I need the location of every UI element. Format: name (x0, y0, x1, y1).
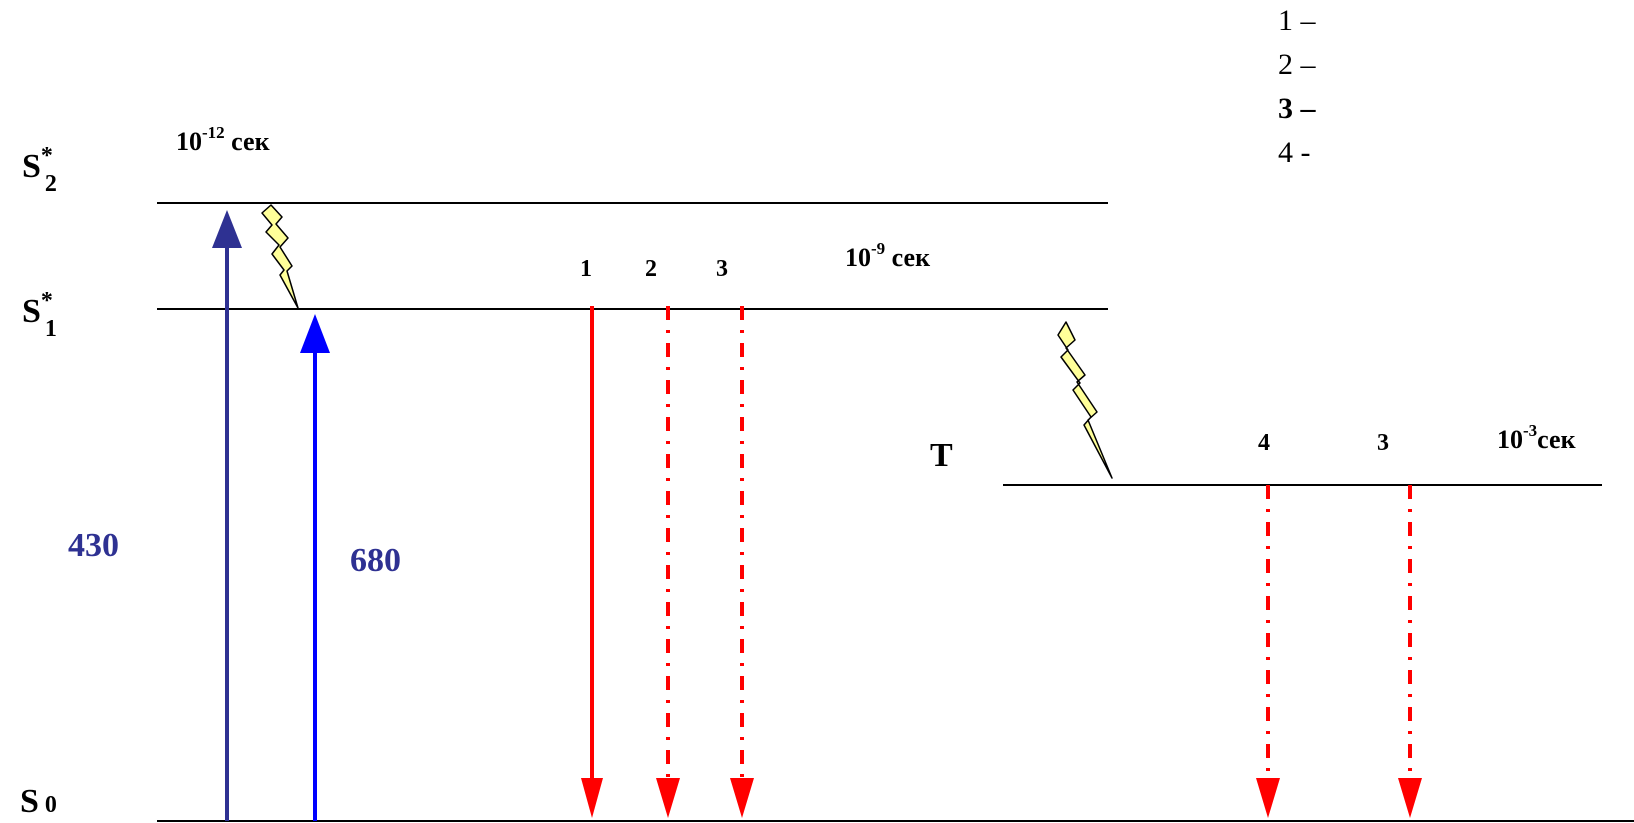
legend-item-3: 3 – (1278, 92, 1317, 125)
transition-arrow-3 (730, 306, 754, 818)
legend-item-4: 4 - (1278, 136, 1311, 169)
transition-label-4: 4 (1258, 430, 1270, 456)
lightning-bolt-icon (261, 204, 299, 309)
label-t: T (930, 437, 953, 474)
transition-arrow-2 (656, 306, 680, 818)
wavelength-680: 680 (350, 542, 401, 579)
time-s2: 10-12 сек (176, 123, 270, 156)
legend-item-2: 2 – (1278, 48, 1317, 81)
wavelength-430: 430 (68, 527, 119, 564)
transition-arrow-3-t (1398, 485, 1422, 818)
lightning-bolt-icon (1057, 321, 1113, 479)
label-s2: S*2 (22, 143, 57, 197)
phosphorescence-arrow-4 (1256, 485, 1280, 818)
legend-item-1: 1 – (1278, 4, 1317, 37)
transition-label-2: 2 (645, 256, 657, 282)
fluorescence-arrow-1 (581, 306, 603, 818)
transition-label-3: 3 (716, 256, 728, 282)
time-s1: 10-9 сек (845, 239, 930, 272)
absorption-arrow-680 (300, 314, 330, 821)
time-t: 10-3сек (1497, 421, 1576, 454)
legend: 1 – 2 – 3 – 4 - (1278, 4, 1317, 169)
transition-label-1: 1 (580, 256, 592, 282)
absorption-arrow-430 (212, 210, 242, 821)
transition-label-3-t: 3 (1377, 430, 1389, 456)
label-s1: S*1 (22, 288, 57, 342)
